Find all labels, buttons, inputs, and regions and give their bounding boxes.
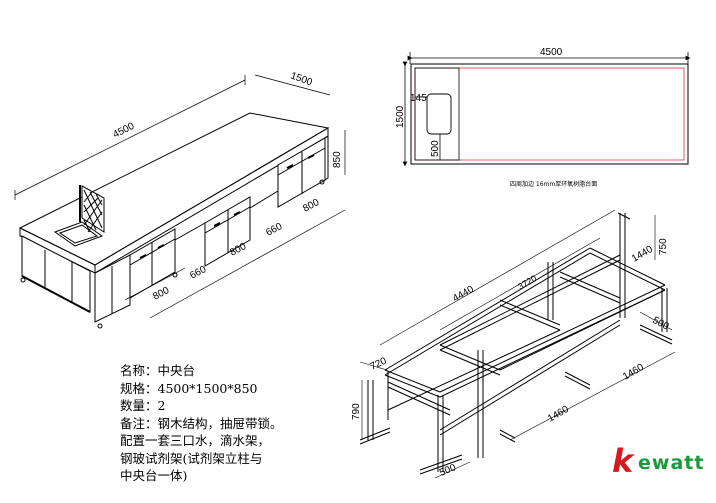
front-cabinets xyxy=(129,135,329,299)
logo-rest: ewatt xyxy=(638,452,705,474)
spec-size: 规格：4500*1500*850 xyxy=(120,380,258,396)
spec-remark-1: 备注：钢木结构，抽屉带锁。 xyxy=(120,415,283,431)
dim-iso-gap1: 660 xyxy=(188,264,208,282)
plan-view xyxy=(402,52,691,167)
dim-iso-depth: 1500 xyxy=(289,70,314,88)
spec-quantity: 数量：2 xyxy=(120,398,166,413)
reagent-rack xyxy=(79,185,105,233)
dim-iso-cab3: 800 xyxy=(301,197,321,215)
dim-frame-post-height: 750 xyxy=(658,238,669,255)
plan-sink-zone xyxy=(414,67,460,161)
dim-plan-sink-depth: 500 xyxy=(430,140,441,157)
spec-name: 名称：中央台 xyxy=(120,363,196,378)
spec-remark-2: 配置一套三口水，滴水架， xyxy=(120,433,271,448)
dim-iso-cab1: 800 xyxy=(151,285,171,303)
dim-iso-height: 850 xyxy=(332,151,343,168)
dim-frame-front-width: 500 xyxy=(438,462,458,479)
plan-note: 四周加边 16mm厚环氧树脂台面 xyxy=(510,180,597,188)
dim-frame-depth-top: 1440 xyxy=(630,244,655,265)
plan-edge-trim xyxy=(414,67,685,161)
steel-frame xyxy=(359,209,676,479)
isometric-desk xyxy=(14,74,346,329)
sink-basin xyxy=(53,221,104,247)
spec-remark-3: 钢玻试剂架(试剂架立柱与 xyxy=(120,450,263,466)
spec-block: 名称：中央台 规格：4500*1500*850 数量：2 备注：钢木结构，抽屉带… xyxy=(120,362,320,485)
dim-frame-leg-height: 790 xyxy=(351,403,362,420)
dim-frame-seg-b: 1460 xyxy=(621,362,646,383)
plan-sink-basin xyxy=(426,93,452,135)
dim-plan-sink-offset: 145 xyxy=(410,93,427,104)
iso-dimensions xyxy=(14,74,346,319)
dim-plan-depth: 1500 xyxy=(395,105,406,128)
kewatt-logo: k ewatt xyxy=(612,442,712,480)
spec-remark-4: 中央台一体) xyxy=(120,468,188,483)
dim-frame-depth-right: 500 xyxy=(651,315,671,333)
plan-outline xyxy=(410,63,689,165)
logo-k: k xyxy=(612,442,634,480)
dim-frame-seg-a: 1460 xyxy=(546,404,571,425)
dim-plan-width: 4500 xyxy=(540,47,563,58)
dim-iso-gap2: 660 xyxy=(264,221,284,239)
dim-frame-total-length: 4440 xyxy=(451,284,476,305)
dim-frame-inner-length: 3720 xyxy=(516,273,538,292)
dim-iso-length: 4500 xyxy=(111,121,136,141)
